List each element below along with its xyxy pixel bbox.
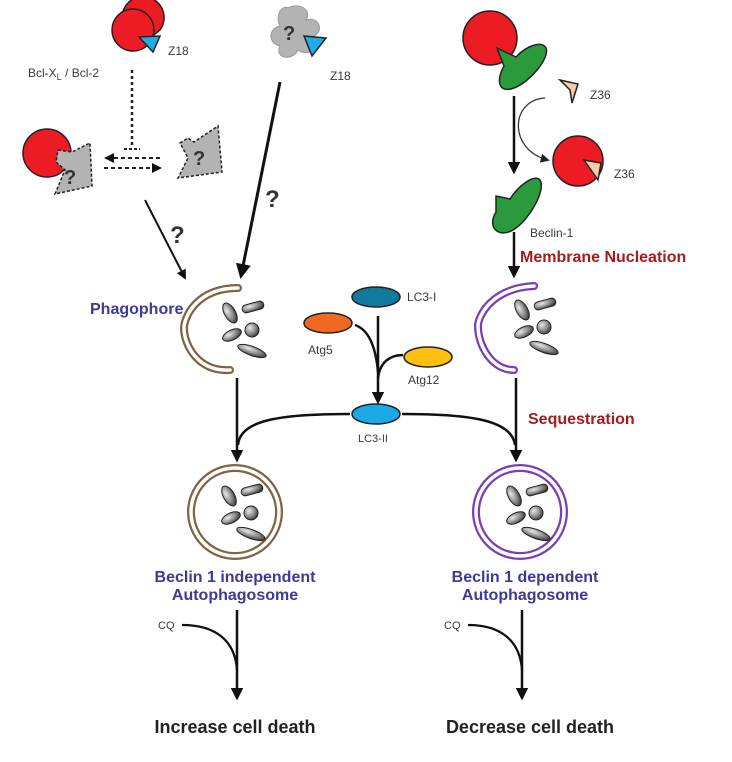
z36-ligand-icon [557,78,579,104]
left-autophagosome-label-line1: Beclin 1 independent [155,569,317,586]
z36-ligand-icon [582,158,602,182]
atg12-label: Atg12 [408,373,440,387]
left-autophagosome-label-line2: Autophagosome [172,587,298,604]
beclin-protein-icon [491,177,543,234]
unknown-question-mark: ? [193,148,205,170]
lc3-ii-to-left [236,412,351,446]
bcl-protein-icon [552,135,604,187]
phagophore-right [473,282,561,374]
bcl-label: Bcl-XL / Bcl-2 [28,66,99,82]
unknown-question-mark: ? [283,23,295,45]
z18-unknown-complex: ? [270,5,328,58]
lc3-ii-icon [351,403,401,425]
z36-label-bound: Z36 [614,167,635,181]
step-sequestration: Sequestration [528,411,635,428]
lc3-ii-to-right [401,412,517,446]
unknown-question-mark: ? [64,167,76,189]
z36-label-free: Z36 [590,88,611,102]
bcl-z36-complex [552,135,604,187]
atg5-icon [303,312,353,334]
outcome-increase-cell-death: Increase cell death [154,717,315,737]
bcl-beclin-complex [462,10,548,91]
z18-ligand-icon [302,35,328,58]
z18-label-target: Z18 [330,69,351,83]
lc3-ii-label: LC3-II [358,433,388,445]
phagophore-left [179,284,269,375]
unknown-target-icon [176,124,223,179]
bcl-unknown-complex: ? [22,128,93,196]
question-mark-middle: ? [265,186,280,213]
unknown-target-icon [53,141,93,196]
phagophore-label: Phagophore [90,301,183,318]
beclin-protein-icon [495,43,548,91]
z18-label-top: Z18 [168,44,189,58]
cq-inhibition-curve-left [181,623,239,671]
z18-ligand-icon [137,35,162,54]
autophagosome-left [187,464,283,560]
arrow-complex-to-phagophore [144,199,186,280]
arrow-z18-to-phagophore [236,81,282,279]
free-unknown-target: ? [176,124,223,179]
bcl-z18-complex [111,0,165,54]
autophagosome-right [472,464,568,560]
atg12-join-line [376,353,404,379]
lc3-i-icon [351,286,401,308]
lc3-i-label: LC3-I [407,290,436,304]
cq-inhibition-curve-right [467,623,524,671]
step-membrane-nucleation: Membrane Nucleation [520,249,686,266]
cq-label-left: CQ [158,620,175,632]
right-autophagosome-label-line2: Autophagosome [462,587,588,604]
right-autophagosome-label-line1: Beclin 1 dependent [452,569,599,586]
atg12-icon [403,346,453,368]
atg5-label: Atg5 [308,343,333,357]
cq-label-right: CQ [444,620,461,632]
beclin-label: Beclin-1 [530,226,574,240]
atg5-join-line [354,323,380,373]
z36-binding-arrow [517,97,550,163]
outcome-decrease-cell-death: Decrease cell death [446,717,614,737]
question-mark-left: ? [170,222,185,249]
